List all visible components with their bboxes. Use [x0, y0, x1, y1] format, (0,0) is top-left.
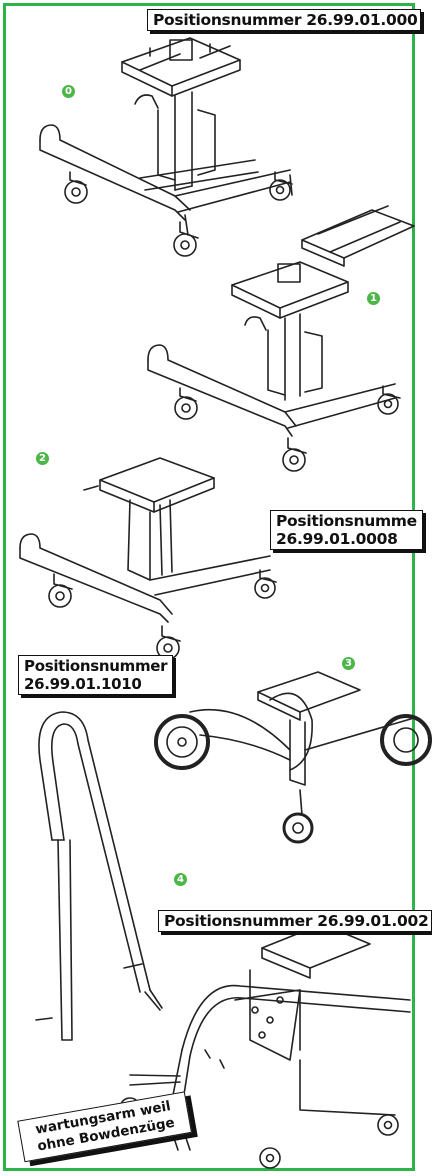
marker-1: 1 — [367, 292, 380, 305]
position-label-0-text: Positionsnummer 26.99.01.000 — [153, 11, 418, 29]
position-label-3-line2: 26.99.01.1010 — [24, 675, 142, 693]
stand-1-drawing — [147, 261, 401, 472]
push-handle-drawing — [35, 711, 163, 1041]
position-label-3: Positionsnummer 26.99.01.1010 — [18, 655, 174, 695]
stand-2-drawing — [19, 457, 277, 660]
position-label-2-line2: 26.99.01.0008 — [276, 530, 398, 548]
stand-4-drawing — [119, 923, 411, 1169]
position-label-4: Positionsnummer 26.99.01.002 — [158, 910, 432, 932]
illustrations — [19, 37, 432, 1169]
green-frame — [3, 3, 415, 1171]
position-label-2-line1: Positionsnumme — [276, 512, 417, 530]
position-label-4-text: Positionsnummer 26.99.01.002 — [164, 912, 429, 930]
position-label-3-line1: Positionsnummer — [24, 657, 168, 675]
marker-3: 3 — [342, 657, 355, 670]
position-label-0: Positionsnummer 26.99.01.000 — [147, 9, 422, 31]
stand-3-drawing — [154, 671, 432, 844]
frame-accessory-drawing — [301, 205, 415, 267]
stand-0-drawing — [39, 37, 293, 257]
marker-2: 2 — [36, 452, 49, 465]
marker-0: 0 — [62, 85, 75, 98]
position-label-2: Positionsnumme 26.99.01.0008 — [270, 510, 423, 550]
marker-4: 4 — [174, 873, 187, 886]
